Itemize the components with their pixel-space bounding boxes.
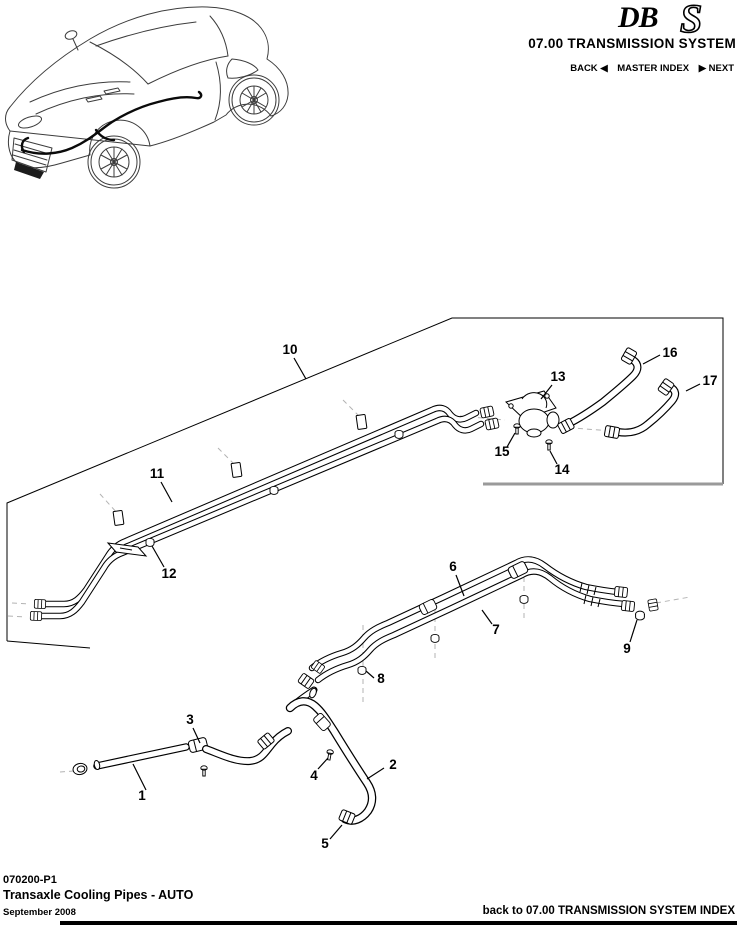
car-hood-vent xyxy=(85,95,103,103)
callout-4: 4 xyxy=(310,768,318,783)
car-side-window xyxy=(226,58,259,79)
car-cooling-pipe-highlight xyxy=(20,90,203,155)
callout-leader-13 xyxy=(540,384,553,400)
callout-leader-8 xyxy=(365,670,375,679)
nav-back-link[interactable]: BACK xyxy=(570,63,598,74)
figure-title: Transaxle Cooling Pipes - AUTO xyxy=(3,888,194,902)
car-body-outline xyxy=(5,6,289,132)
callout-8: 8 xyxy=(377,671,385,686)
dbs-logo: DB S xyxy=(600,0,737,42)
callout-6: 6 xyxy=(449,559,457,574)
callout-leader-4 xyxy=(317,757,329,770)
callout-leader-14 xyxy=(549,450,558,465)
valve-assembly xyxy=(505,390,560,451)
callout-leader-7 xyxy=(481,609,493,625)
publication-date: September 2008 xyxy=(3,907,76,918)
callout-1: 1 xyxy=(138,788,146,803)
hose-16 xyxy=(556,346,642,435)
logo-s-text: S xyxy=(680,0,702,40)
callout-2: 2 xyxy=(389,757,397,772)
callout-3: 3 xyxy=(186,712,194,727)
callout-17: 17 xyxy=(702,373,717,388)
car-door-line xyxy=(214,61,221,121)
callout-11: 11 xyxy=(150,466,165,481)
callout-leader-16 xyxy=(642,354,661,365)
callout-16: 16 xyxy=(662,345,678,360)
nav-back-arrow-icon[interactable]: ◀ xyxy=(600,63,608,74)
car-illustration-svg xyxy=(5,6,289,189)
hose-2 xyxy=(285,697,377,826)
page-title: 07.00 TRANSMISSION SYSTEM xyxy=(528,36,736,51)
document-number: 070200-P1 xyxy=(3,874,57,886)
callout-15: 15 xyxy=(494,444,510,459)
header-nav: BACK ◀ MASTER INDEX ▶ NEXT xyxy=(570,63,734,74)
car-rear-wheel xyxy=(228,74,280,126)
callout-leader-1 xyxy=(132,763,147,791)
car-grille xyxy=(11,137,53,173)
callout-leader-15 xyxy=(506,432,516,448)
nav-master-index-link[interactable]: MASTER INDEX xyxy=(617,63,690,74)
car-front-wheel xyxy=(87,135,141,189)
callout-13: 13 xyxy=(550,369,566,384)
car-mirror xyxy=(72,38,79,51)
callout-leader-11 xyxy=(160,481,173,503)
nav-next-arrow-icon[interactable]: ▶ xyxy=(698,63,707,74)
callout-leader-12 xyxy=(151,545,165,568)
fitting-9 xyxy=(635,598,659,621)
hose-17 xyxy=(603,377,680,440)
car-headlight xyxy=(17,115,43,129)
callout-leader-2 xyxy=(366,767,385,780)
callout-leader-9 xyxy=(629,619,638,643)
callout-7: 7 xyxy=(492,622,500,637)
callout-leader-17 xyxy=(685,383,701,392)
callout-14: 14 xyxy=(554,462,570,477)
panel-outline xyxy=(6,317,724,649)
callout-leader-5 xyxy=(329,824,343,840)
logo-db-text: DB xyxy=(617,1,658,34)
callout-leader-3 xyxy=(192,727,201,744)
pipe-6-7-assembly xyxy=(297,556,659,690)
car-illustration xyxy=(0,2,300,202)
callout-leader-6 xyxy=(455,574,465,597)
pipe-1-5-assembly xyxy=(72,665,377,826)
pipe-10-11-assembly xyxy=(29,404,500,621)
callout-5: 5 xyxy=(321,836,329,851)
callout-12: 12 xyxy=(161,566,176,581)
callout-10: 10 xyxy=(282,342,297,357)
nav-next-link[interactable]: NEXT xyxy=(708,63,734,74)
callout-9: 9 xyxy=(623,641,631,656)
car-windshield xyxy=(89,41,149,85)
bottom-bar xyxy=(60,921,737,925)
back-to-index-link[interactable]: back to 07.00 TRANSMISSION SYSTEM INDEX xyxy=(482,905,735,917)
callout-leader-10 xyxy=(293,357,307,380)
